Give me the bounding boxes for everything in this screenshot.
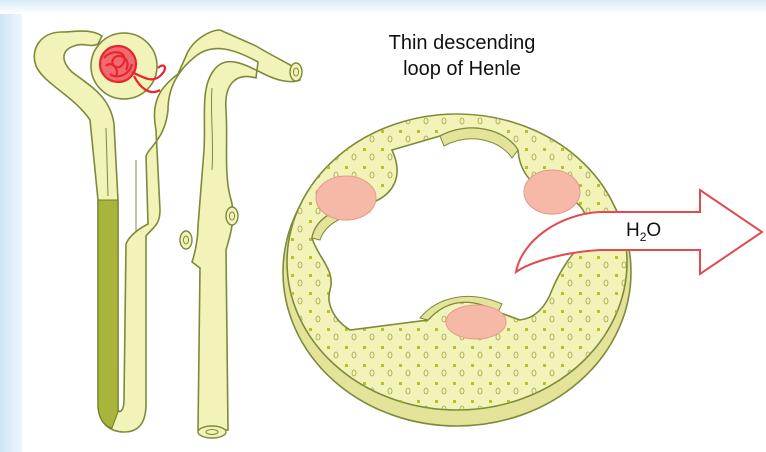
cell-nucleus: [446, 305, 506, 339]
tubule-branch-opening: [226, 207, 238, 225]
loop-of-henle-label: Thin descending loop of Henle: [352, 30, 572, 82]
collecting-duct-opening: [198, 426, 226, 438]
loop-cross-section: [283, 114, 631, 426]
nephron: [34, 30, 302, 438]
tubule-branch-opening: [180, 231, 192, 249]
nephron-tubule: [34, 30, 300, 432]
thin-descending-limb-highlight: [98, 200, 118, 428]
tubule-opening: [290, 63, 302, 81]
cell-nucleus: [524, 170, 580, 214]
cell-nucleus: [316, 176, 376, 220]
water-label: H2O: [626, 220, 661, 244]
